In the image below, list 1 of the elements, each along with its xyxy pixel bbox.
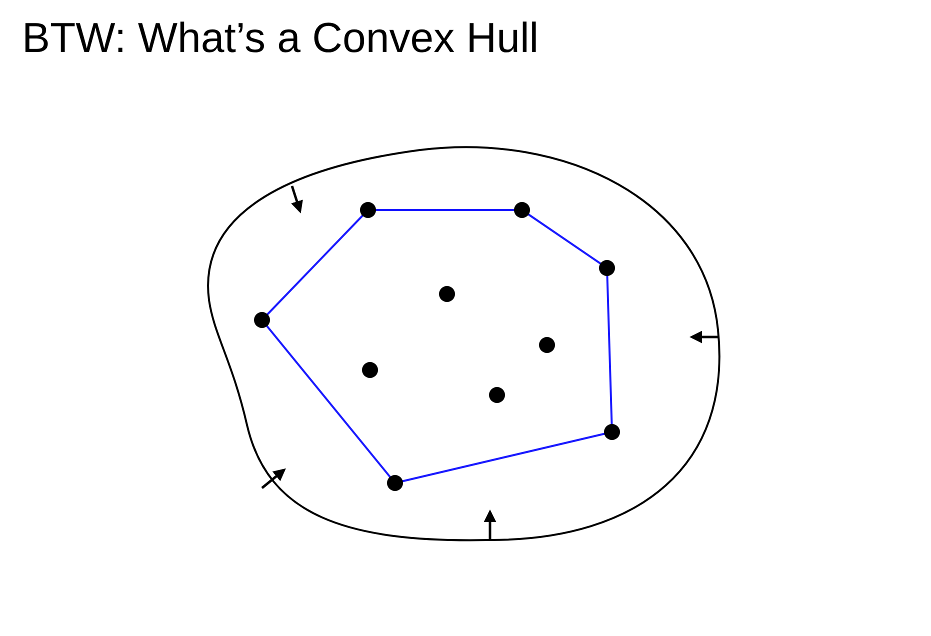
slide-title: BTW: What’s a Convex Hull (22, 14, 539, 62)
